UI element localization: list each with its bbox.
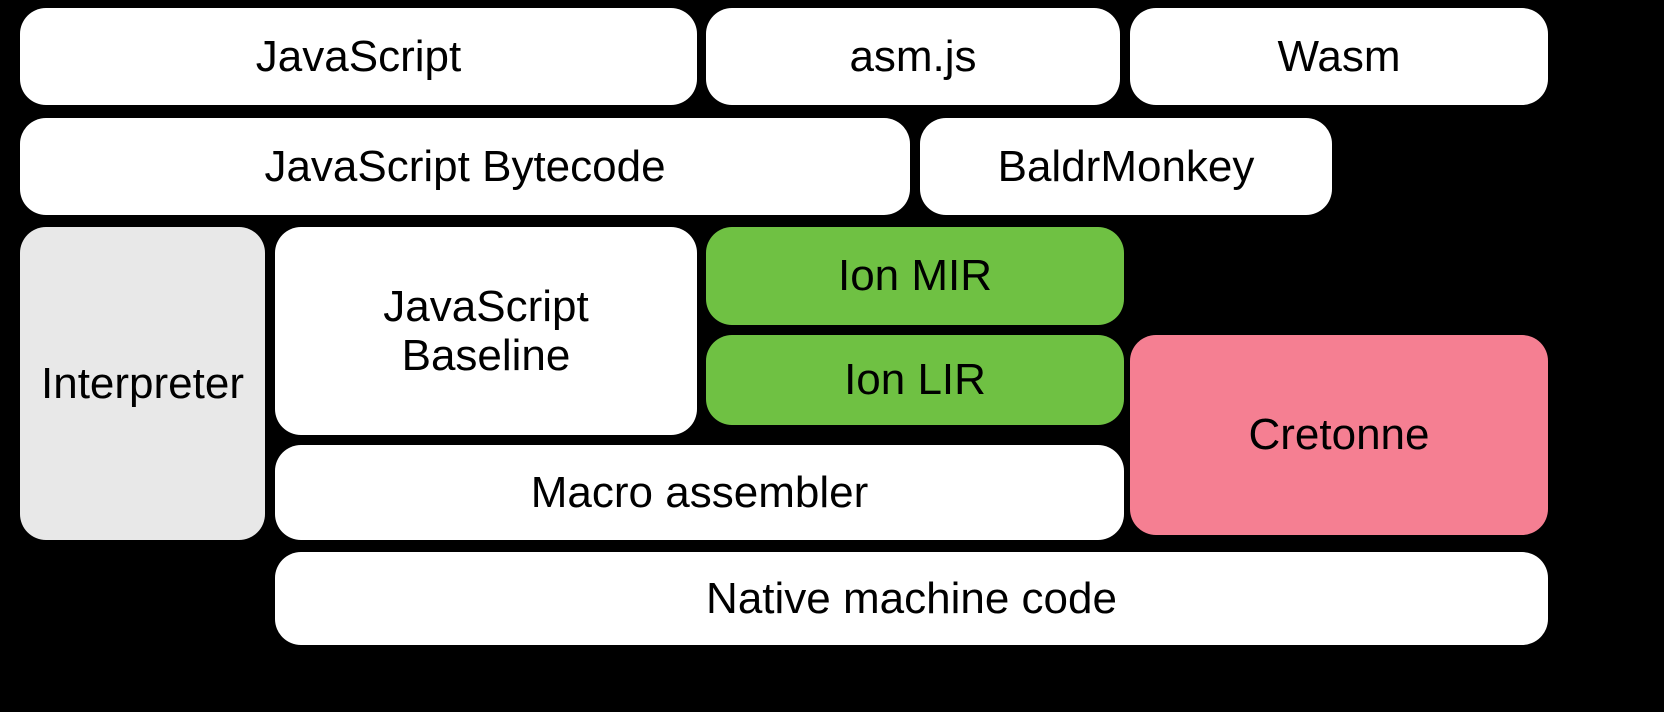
node-asmjs: asm.js: [706, 8, 1120, 105]
node-ion-lir: Ion LIR: [706, 335, 1124, 425]
node-javascript: JavaScript: [20, 8, 697, 105]
node-native-machine-code: Native machine code: [275, 552, 1548, 645]
node-interpreter: Interpreter: [20, 227, 265, 540]
node-wasm: Wasm: [1130, 8, 1548, 105]
node-javascript-bytecode: JavaScript Bytecode: [20, 118, 910, 215]
node-cretonne: Cretonne: [1130, 335, 1548, 535]
node-javascript-baseline: JavaScript Baseline: [275, 227, 697, 435]
node-ion-mir: Ion MIR: [706, 227, 1124, 325]
node-baldrmonkey: BaldrMonkey: [920, 118, 1332, 215]
node-macro-assembler: Macro assembler: [275, 445, 1124, 540]
